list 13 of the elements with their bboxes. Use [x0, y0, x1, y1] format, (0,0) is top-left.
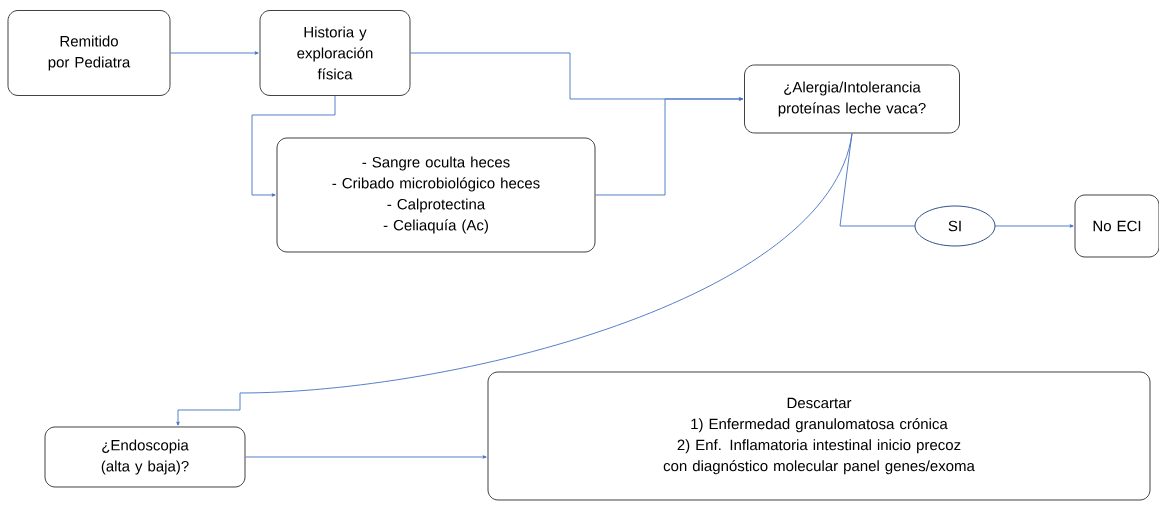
process-box: ¿Endoscopia (alta y baja)? — [44, 426, 246, 488]
process-box: Descartar 1) Enfermedad granulomatosa crónica 2) Enf. Inflamatoria intestinal inicio precoz con diagnóstico molecular panel genes/exoma — [487, 371, 1151, 501]
process-box: No ECI — [1074, 194, 1159, 258]
process-box: Historia y exploración física — [259, 10, 411, 96]
process-box: - Sangre oculta heces - Cribado microbiológico heces - Calprotectina - Celiaquía (Ac) — [276, 137, 596, 253]
process-box: Remitido por Pediatra — [7, 10, 171, 96]
arrow — [170, 51, 259, 55]
edge-label: SI — [914, 205, 996, 247]
arrow — [245, 455, 487, 459]
process-box: ¿Alergia/Intolerancia proteínas leche vaca? — [744, 64, 960, 134]
arrow — [595, 97, 744, 196]
arrow — [176, 133, 853, 426]
arrow — [251, 95, 336, 197]
